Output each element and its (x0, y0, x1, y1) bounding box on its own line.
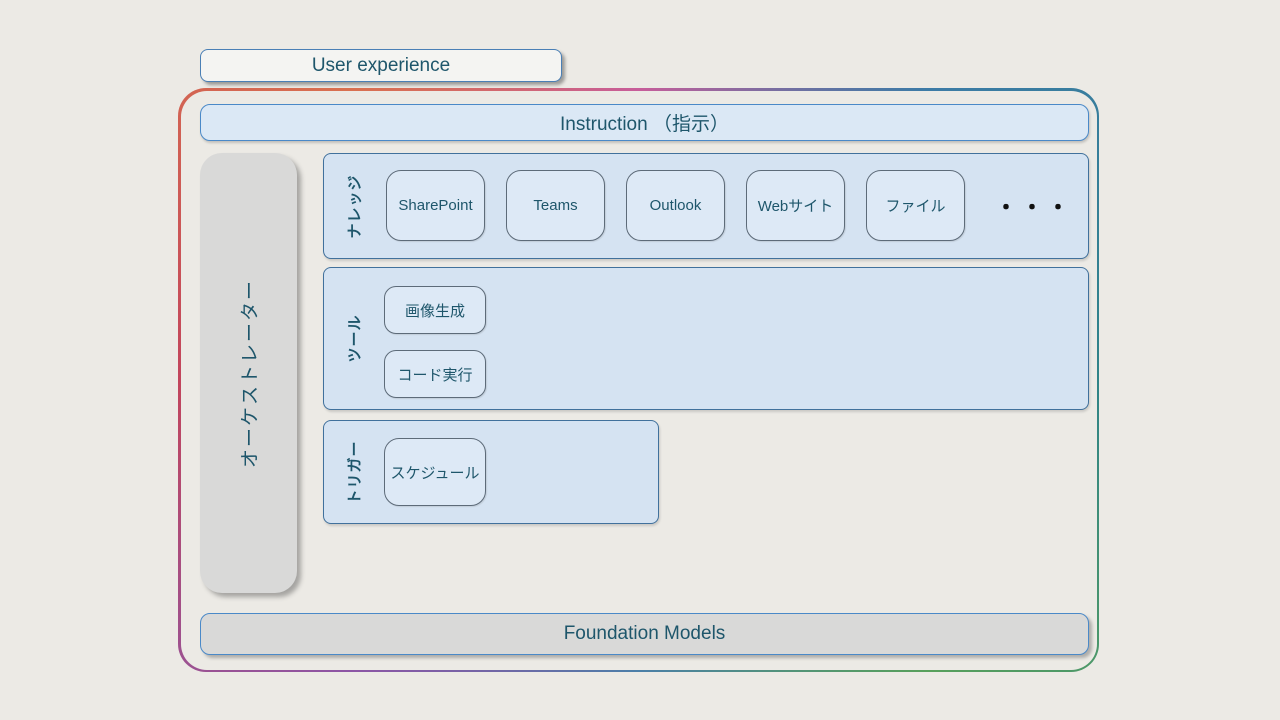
knowledge-section: ナレッジ SharePoint Teams Outlook Webサイト ファイ… (323, 153, 1089, 259)
tool-item-label: 画像生成 (404, 302, 465, 320)
tool-item-image-generation: 画像生成 (384, 286, 486, 334)
knowledge-item-outlook: Outlook (626, 170, 725, 241)
knowledge-item-label: Outlook (649, 197, 702, 214)
trigger-section-label: トリガー (346, 439, 364, 505)
knowledge-item-teams: Teams (506, 170, 605, 241)
knowledge-item-website: Webサイト (746, 170, 845, 241)
knowledge-items: SharePoint Teams Outlook Webサイト ファイル (386, 170, 965, 241)
tool-item-code-execution: コード実行 (384, 350, 486, 398)
trigger-item-label: スケジュール (390, 464, 480, 482)
ellipsis-more-indicator: ・・・ (994, 195, 1073, 220)
trigger-section-label-wrap: トリガー (330, 421, 378, 523)
knowledge-item-label: SharePoint (398, 197, 473, 214)
knowledge-item-sharepoint: SharePoint (386, 170, 485, 241)
knowledge-item-label: ファイル (885, 198, 946, 215)
foundation-models-label: Foundation Models (563, 623, 726, 644)
trigger-section: トリガー スケジュール (323, 420, 659, 524)
foundation-models-bar: Foundation Models (200, 613, 1089, 655)
tools-items: 画像生成 コード実行 (384, 286, 486, 398)
user-experience-label: User experience (311, 54, 451, 76)
knowledge-section-label-wrap: ナレッジ (330, 154, 378, 258)
user-experience-box: User experience (200, 49, 562, 82)
orchestrator-label: オーケストレーター (240, 278, 262, 468)
instruction-label: Instruction （指示） (560, 114, 729, 135)
trigger-items: スケジュール (384, 438, 486, 506)
orchestrator-panel: オーケストレーター (200, 153, 297, 593)
tools-section: ツール 画像生成 コード実行 (323, 267, 1089, 410)
knowledge-item-label: Webサイト (757, 198, 834, 215)
tools-section-label-wrap: ツール (330, 268, 378, 409)
trigger-item-schedule: スケジュール (384, 438, 486, 506)
tools-section-label: ツール (346, 314, 364, 363)
tool-item-label: コード実行 (397, 366, 473, 384)
knowledge-item-label: Teams (533, 197, 578, 214)
instruction-bar: Instruction （指示） (200, 104, 1089, 141)
knowledge-item-file: ファイル (866, 170, 965, 241)
knowledge-section-label: ナレッジ (346, 173, 364, 239)
